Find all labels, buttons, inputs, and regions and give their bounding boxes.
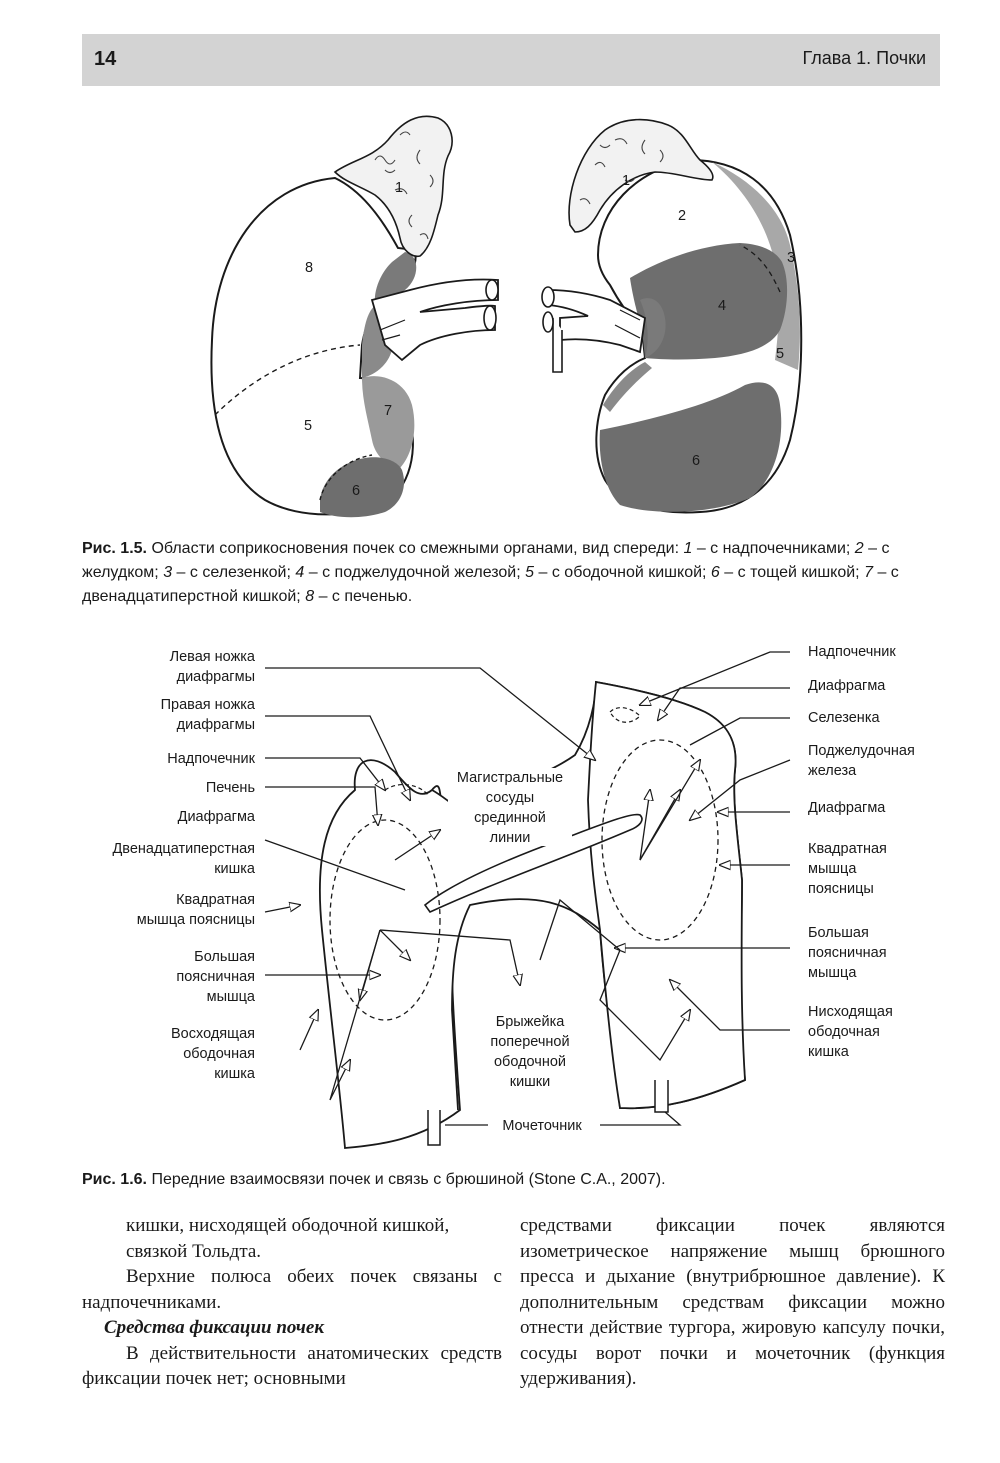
- label-ascending-colon-2: ободочная: [183, 1046, 255, 1062]
- label-pancreas-2: железа: [808, 763, 857, 779]
- caption-item-text: – с поджелудочной железой;: [309, 564, 521, 581]
- label-left-crus-2: диафрагмы: [177, 669, 255, 685]
- label-quadratus-left-1: Квадратная: [176, 892, 255, 908]
- caption-item-text: – с селезенкой;: [177, 564, 291, 581]
- label-great-vessels-2: сосуды: [486, 790, 534, 806]
- label-descending-colon-2: ободочная: [808, 1024, 880, 1040]
- fig16-left-ureter: [428, 1110, 440, 1145]
- right-kidney-drawing: 1 2 3 4 5 6: [542, 120, 801, 513]
- body-paragraph: кишки, нисходящей ободочной кишкой,: [82, 1213, 502, 1239]
- label-diaphragm-right-1: Диафрагма: [808, 678, 886, 694]
- caption-item-text: – с тощей кишкой;: [724, 564, 859, 581]
- caption-item-num: 3: [163, 564, 172, 581]
- figure-1-6-kidney-relations: Левая ножка диафрагмы Правая ножка диафр…: [0, 630, 1000, 1160]
- fig15-number-1-right: 1: [622, 173, 630, 189]
- label-right-crus-2: диафрагмы: [177, 717, 255, 733]
- body-paragraph: Верхние полюса обеих почек связаны с над…: [82, 1264, 502, 1315]
- fig15-number-5-right: 5: [776, 346, 784, 362]
- label-quadratus-right-2: мышца: [808, 861, 857, 877]
- body-paragraph: связкой Тольдта.: [82, 1239, 502, 1265]
- label-descending-colon-3: кишка: [808, 1044, 850, 1060]
- label-great-vessels-1: Магистральные: [457, 770, 563, 786]
- figure-1-6-caption: Рис. 1.6. Передние взаимосвязи почек и с…: [82, 1168, 940, 1192]
- label-mesocolon-2: поперечной: [490, 1034, 569, 1050]
- fig15-number-4: 4: [718, 298, 726, 314]
- caption-item-text: – с надпочечниками;: [697, 540, 851, 557]
- caption-item-num: 7: [864, 564, 873, 581]
- fig15-number-6-right: 6: [692, 453, 700, 469]
- fig15-number-8: 8: [305, 260, 313, 276]
- caption-item-text: – с печенью.: [319, 588, 413, 605]
- label-ascending-colon-3: кишка: [214, 1066, 256, 1082]
- label-psoas-left-1: Большая: [194, 949, 255, 965]
- label-right-crus-1: Правая ножка: [161, 697, 256, 713]
- label-quadratus-left-2: мышца поясницы: [137, 912, 255, 928]
- caption-item-num: 6: [711, 564, 720, 581]
- fig15-number-3: 3: [787, 250, 795, 266]
- label-psoas-left-3: мышца: [207, 989, 256, 1005]
- label-great-vessels-3: срединной: [474, 810, 546, 826]
- page-header: 14 Глава 1. Почки: [82, 34, 940, 86]
- figure-1-5-caption: Рис. 1.5. Области соприкосновения почек …: [82, 537, 940, 609]
- label-psoas-left-2: поясничная: [176, 969, 255, 985]
- left-kidney-drawing: 1 8 5 7 6: [211, 116, 498, 517]
- fig15-number-1-left: 1: [395, 180, 403, 196]
- figure-1-5-lead: Области соприкосновения почек со смежным…: [151, 540, 679, 557]
- label-great-vessels-4: линии: [490, 830, 531, 846]
- body-column-left: кишки, нисходящей ободочной кишкой, связ…: [82, 1213, 502, 1392]
- fig16-center-labels: Магистральные сосуды срединной линии Бры…: [448, 768, 582, 1134]
- label-adrenal-right: Надпочечник: [808, 644, 896, 660]
- caption-item-num: 8: [305, 588, 314, 605]
- label-quadratus-right-1: Квадратная: [808, 841, 887, 857]
- label-quadratus-right-3: поясницы: [808, 881, 874, 897]
- caption-item-text: – с ободочной кишкой;: [539, 564, 707, 581]
- section-subheading: Средства фиксации почек: [82, 1315, 502, 1341]
- chapter-title: Глава 1. Почки: [803, 48, 927, 69]
- label-duodenum-2: кишка: [214, 861, 256, 877]
- fig16-right-kidney: [588, 682, 745, 1108]
- caption-item-num: 1: [683, 540, 692, 557]
- label-liver: Печень: [206, 780, 255, 796]
- label-ascending-colon-1: Восходящая: [171, 1026, 255, 1042]
- label-mesocolon-3: ободочной: [494, 1054, 566, 1070]
- label-left-crus-1: Левая ножка: [170, 649, 256, 665]
- label-psoas-right-1: Большая: [808, 925, 869, 941]
- fig15-number-6-left: 6: [352, 483, 360, 499]
- label-adrenal-left: Надпочечник: [167, 751, 255, 767]
- label-ureter: Мочеточник: [502, 1118, 582, 1134]
- label-duodenum-1: Двенадцатиперстная: [112, 841, 255, 857]
- caption-item-num: 5: [525, 564, 534, 581]
- fig16-right-ureter: [655, 1080, 668, 1112]
- fig15-number-2: 2: [678, 208, 686, 224]
- caption-item-num: 4: [295, 564, 304, 581]
- fig16-right-labels: Надпочечник Диафрагма Селезенка Поджелуд…: [808, 644, 915, 1060]
- body-column-right: средствами фиксации почек являются изоме…: [520, 1213, 945, 1392]
- fig15-number-5-left: 5: [304, 418, 312, 434]
- page-number: 14: [94, 48, 116, 71]
- label-psoas-right-3: мышца: [808, 965, 857, 981]
- figure-1-6-label: Рис. 1.6.: [82, 1171, 147, 1188]
- figure-1-5-label: Рис. 1.5.: [82, 540, 147, 557]
- label-diaphragm-right-2: Диафрагма: [808, 800, 886, 816]
- figure-1-5-kidneys: 1 8 5 7 6 1 2 3 4 5 6: [0, 100, 1000, 530]
- label-diaphragm-left: Диафрагма: [178, 809, 256, 825]
- fig15-number-7: 7: [384, 403, 392, 419]
- label-pancreas-1: Поджелудочная: [808, 743, 915, 759]
- body-paragraph: В действительности анатомических средств…: [82, 1341, 502, 1392]
- label-mesocolon-4: кишки: [510, 1074, 551, 1090]
- label-psoas-right-2: поясничная: [808, 945, 887, 961]
- caption-item-num: 2: [855, 540, 864, 557]
- label-mesocolon-1: Брыжейка: [496, 1014, 566, 1030]
- label-spleen: Селезенка: [808, 710, 880, 726]
- label-descending-colon-1: Нисходящая: [808, 1004, 893, 1020]
- figure-1-6-text: Передние взаимосвязи почек и связь с брю…: [151, 1171, 665, 1188]
- body-paragraph: средствами фиксации почек являются изоме…: [520, 1213, 945, 1392]
- fig16-left-labels: Левая ножка диафрагмы Правая ножка диафр…: [112, 649, 255, 1082]
